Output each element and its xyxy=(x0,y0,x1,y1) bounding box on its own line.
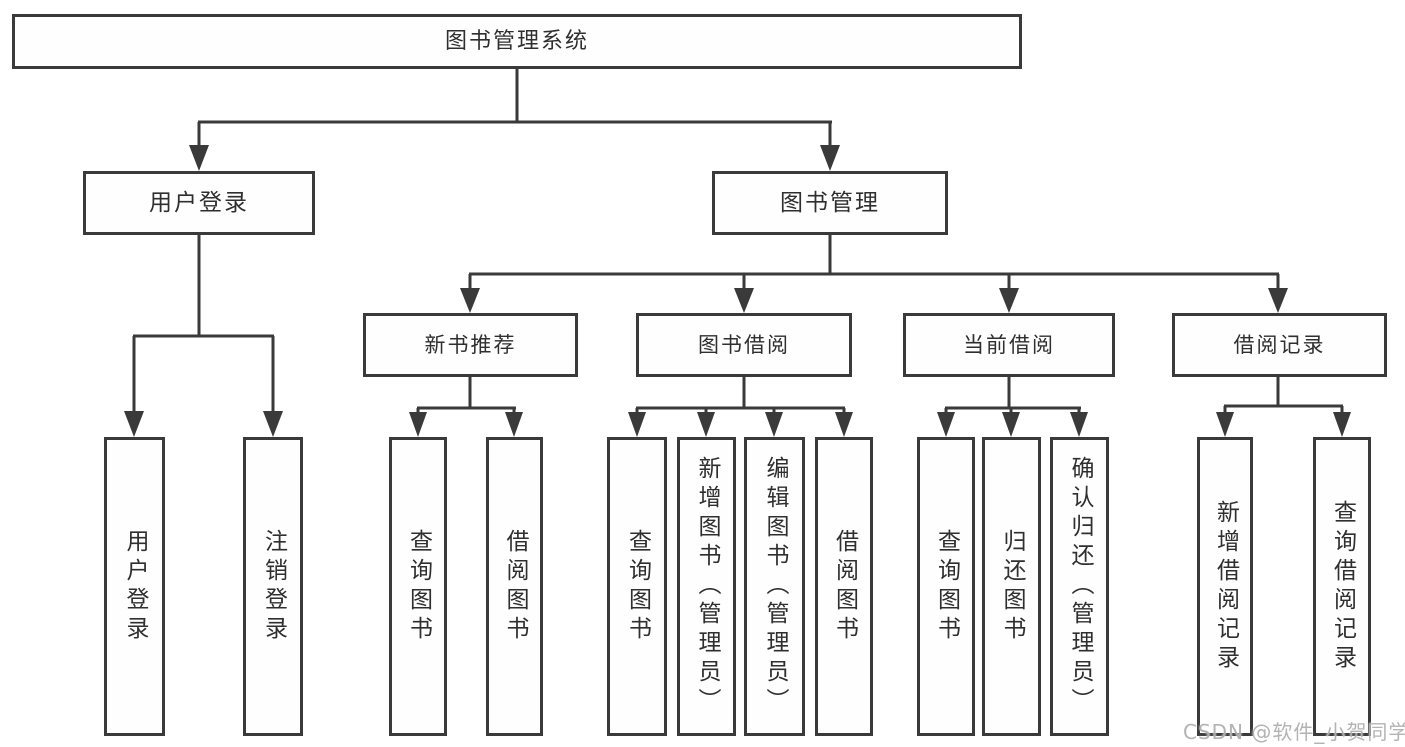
node-cb-confirm-return-admin-label: 确认归还（管理员） xyxy=(1067,456,1093,717)
node-book-management: 图书管理 xyxy=(712,171,948,235)
node-book-borrowing-label: 图书借阅 xyxy=(698,332,790,357)
node-cb-confirm-return-admin: 确认归还（管理员） xyxy=(1050,437,1109,736)
node-bb-add-books-admin: 新增图书（管理员） xyxy=(677,437,736,736)
node-bb-add-books-admin-label: 新增图书（管理员） xyxy=(694,456,720,717)
node-cb-return-books-label: 归还图书 xyxy=(999,528,1025,645)
node-logout: 注销登录 xyxy=(243,437,303,736)
node-br-add-record-label: 新增借阅记录 xyxy=(1212,499,1239,674)
node-bb-edit-books-admin-label: 编辑图书（管理员） xyxy=(762,456,788,717)
node-current-borrowing: 当前借阅 xyxy=(903,313,1115,377)
node-current-borrowing-label: 当前借阅 xyxy=(963,332,1055,357)
node-br-query-record-label: 查询借阅记录 xyxy=(1329,499,1356,674)
node-bb-borrow-books: 借阅图书 xyxy=(815,437,873,736)
node-logout-label: 注销登录 xyxy=(260,528,287,645)
node-rec-borrow-books: 借阅图书 xyxy=(486,437,543,736)
node-br-add-record: 新增借阅记录 xyxy=(1197,437,1253,736)
node-book-management-label: 图书管理 xyxy=(780,189,880,216)
node-library-management-system-label: 图书管理系统 xyxy=(444,28,589,54)
node-cb-return-books: 归还图书 xyxy=(982,437,1041,736)
node-borrowing-records-label: 借阅记录 xyxy=(1233,332,1326,357)
node-rec-borrow-books-label: 借阅图书 xyxy=(502,528,528,645)
node-user-login-branch-label: 用户登录 xyxy=(149,189,249,216)
node-rec-query-books-label: 查询图书 xyxy=(405,528,432,645)
node-cb-query-books: 查询图书 xyxy=(917,437,975,736)
node-library-management-system: 图书管理系统 xyxy=(12,14,1022,69)
node-user-login: 用户登录 xyxy=(104,437,165,736)
node-bb-borrow-books-label: 借阅图书 xyxy=(831,528,858,645)
node-bb-query-books: 查询图书 xyxy=(607,437,667,736)
node-borrowing-records: 借阅记录 xyxy=(1172,313,1387,377)
node-bb-edit-books-admin: 编辑图书（管理员） xyxy=(744,437,805,736)
node-rec-query-books: 查询图书 xyxy=(389,437,447,736)
node-br-query-record: 查询借阅记录 xyxy=(1313,437,1371,736)
node-new-book-recommendation-label: 新书推荐 xyxy=(424,332,517,357)
node-book-borrowing: 图书借阅 xyxy=(636,313,852,377)
csdn-watermark: CSDN @软件_小贺同学 xyxy=(1183,720,1405,744)
node-new-book-recommendation: 新书推荐 xyxy=(363,313,578,377)
node-bb-query-books-label: 查询图书 xyxy=(624,528,651,645)
node-user-login-branch: 用户登录 xyxy=(83,171,315,235)
node-user-login-label: 用户登录 xyxy=(122,528,148,645)
node-cb-query-books-label: 查询图书 xyxy=(933,528,960,645)
